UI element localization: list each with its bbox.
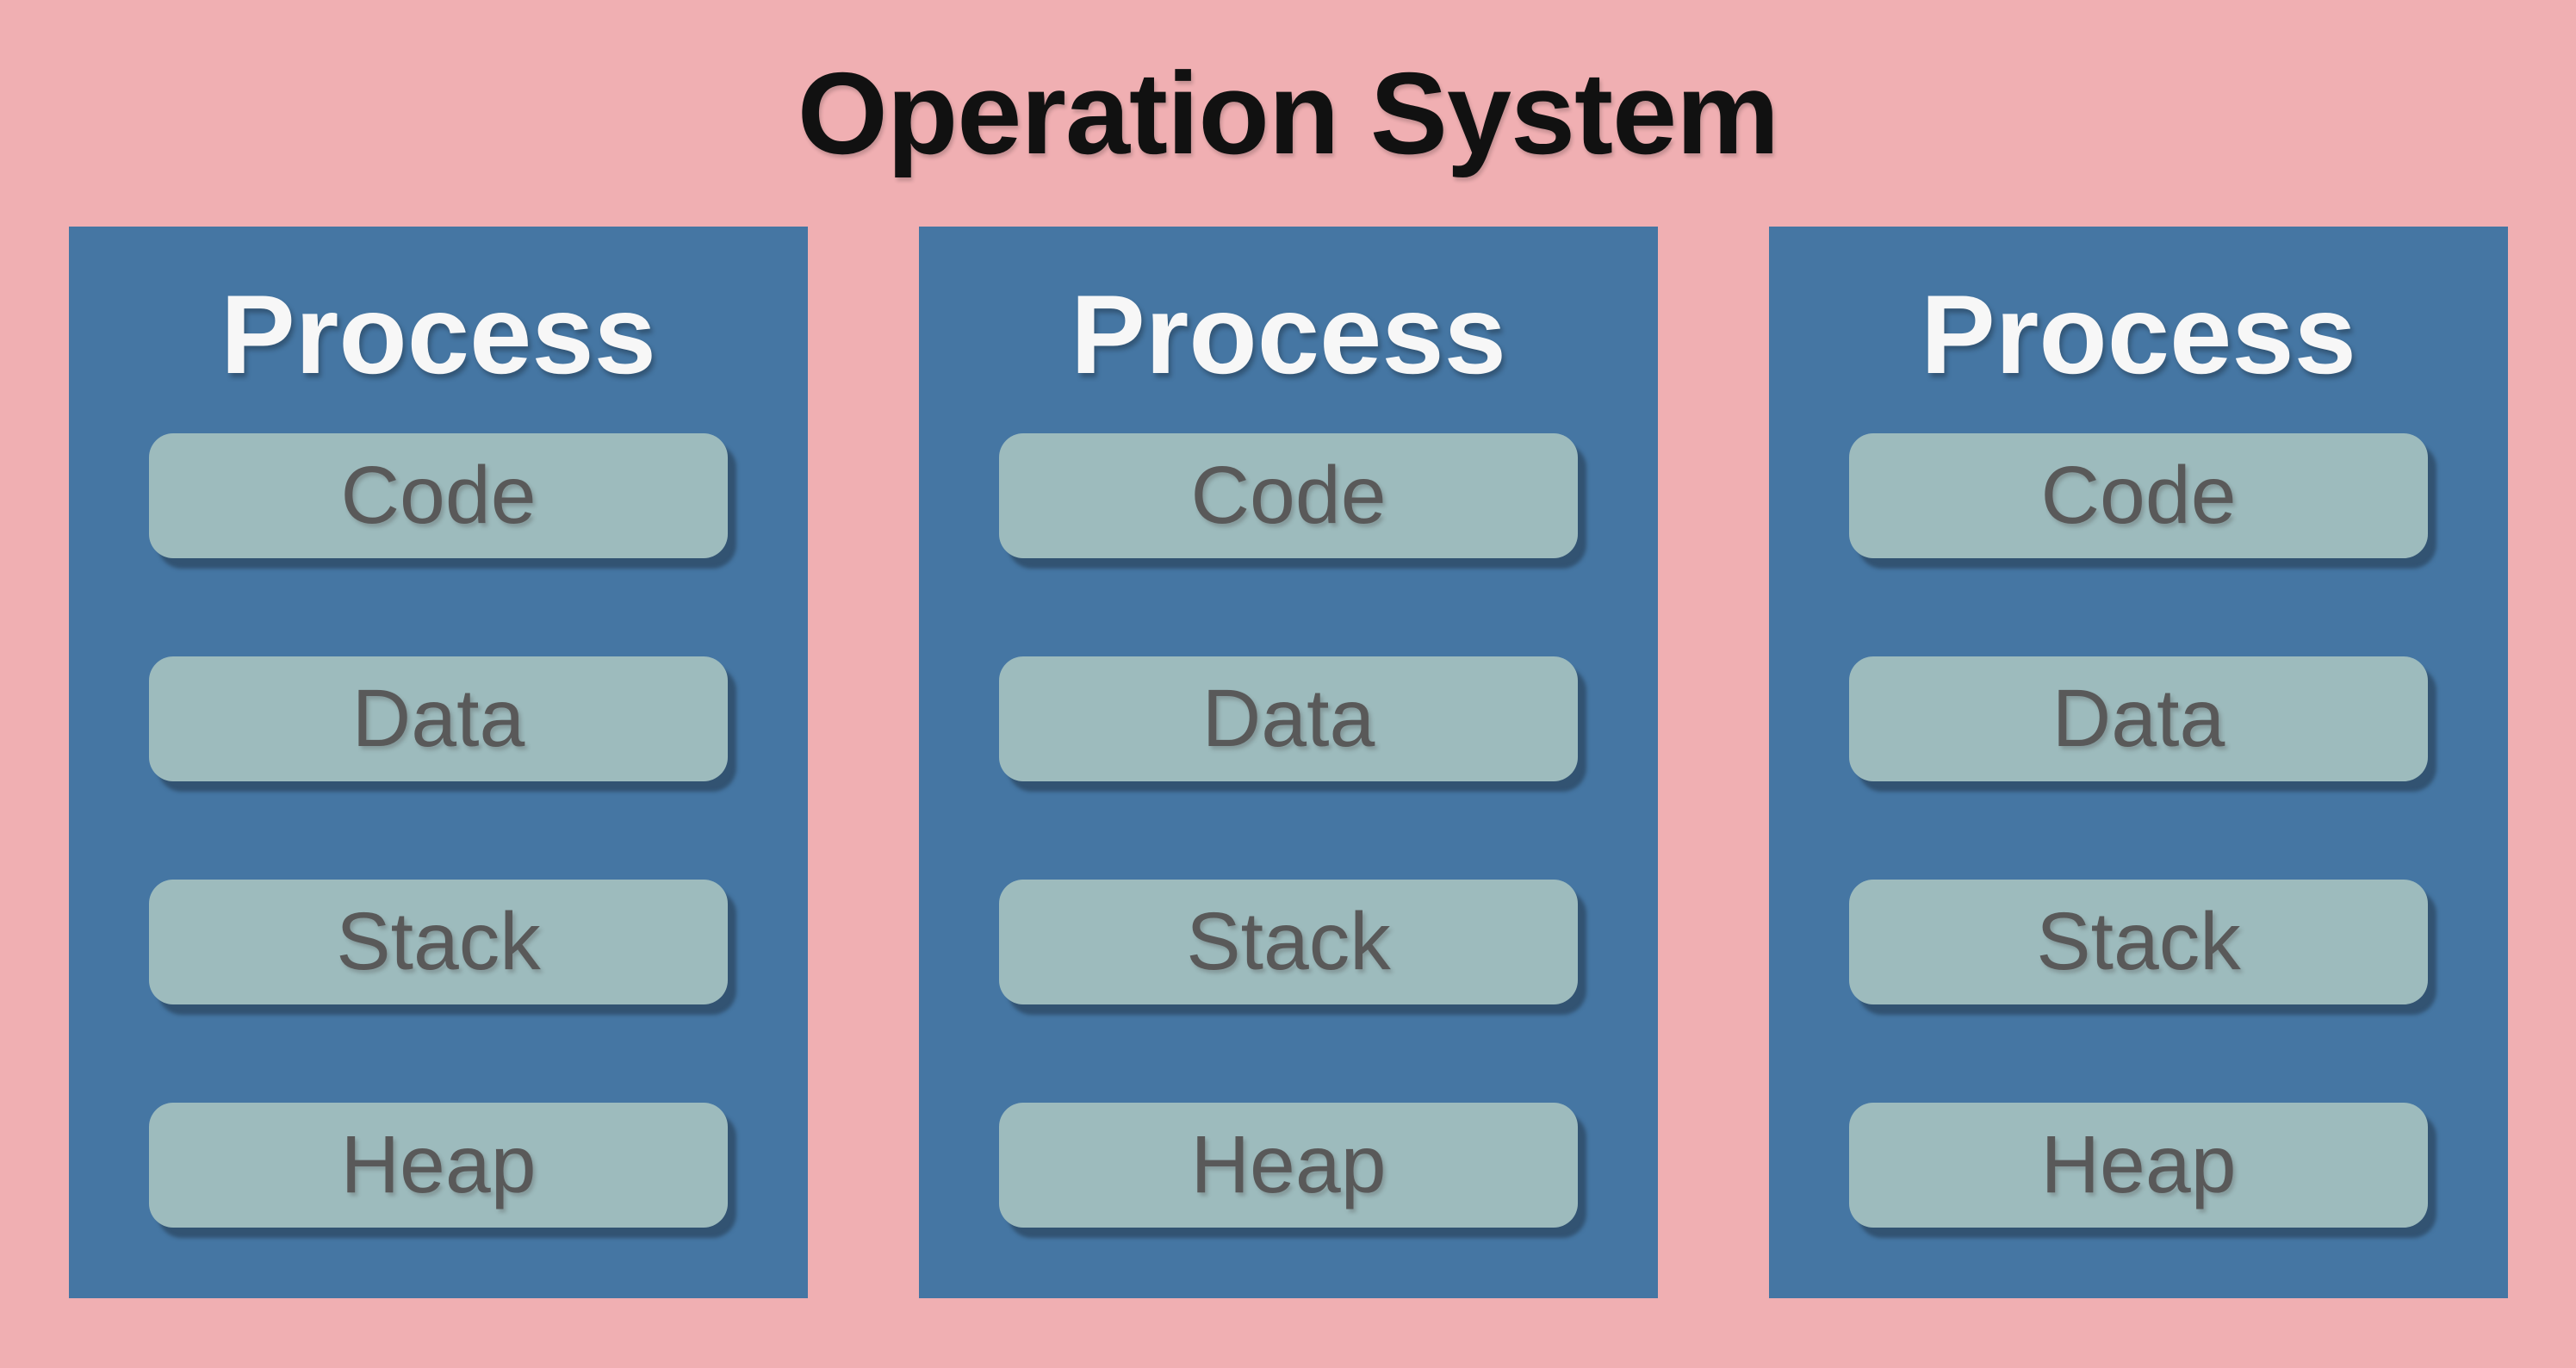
process-panel-1-title: Process — [220, 271, 656, 397]
process-3-cell-code: Code — [1849, 433, 2428, 558]
process-1-cell-code: Code — [149, 433, 728, 558]
process-3-cell-heap: Heap — [1849, 1103, 2428, 1228]
process-panel-1: Process Code Data Stack Heap — [69, 227, 808, 1298]
process-2-cell-heap: Heap — [999, 1103, 1578, 1228]
process-1-cell-heap: Heap — [149, 1103, 728, 1228]
process-3-cell-data: Data — [1849, 656, 2428, 781]
process-3-cell-stack: Stack — [1849, 880, 2428, 1004]
page-title: Operation System — [797, 48, 1779, 178]
process-2-cell-stack: Stack — [999, 880, 1578, 1004]
process-panel-3: Process Code Data Stack Heap — [1769, 227, 2508, 1298]
process-2-cell-code: Code — [999, 433, 1578, 558]
process-1-cell-data: Data — [149, 656, 728, 781]
process-panel-3-title: Process — [1921, 271, 2356, 397]
process-panel-2-title: Process — [1071, 271, 1506, 397]
process-row: Process Code Data Stack Heap Process Cod… — [0, 227, 2576, 1298]
process-1-cell-stack: Stack — [149, 880, 728, 1004]
process-panel-2: Process Code Data Stack Heap — [919, 227, 1658, 1298]
process-2-cell-data: Data — [999, 656, 1578, 781]
